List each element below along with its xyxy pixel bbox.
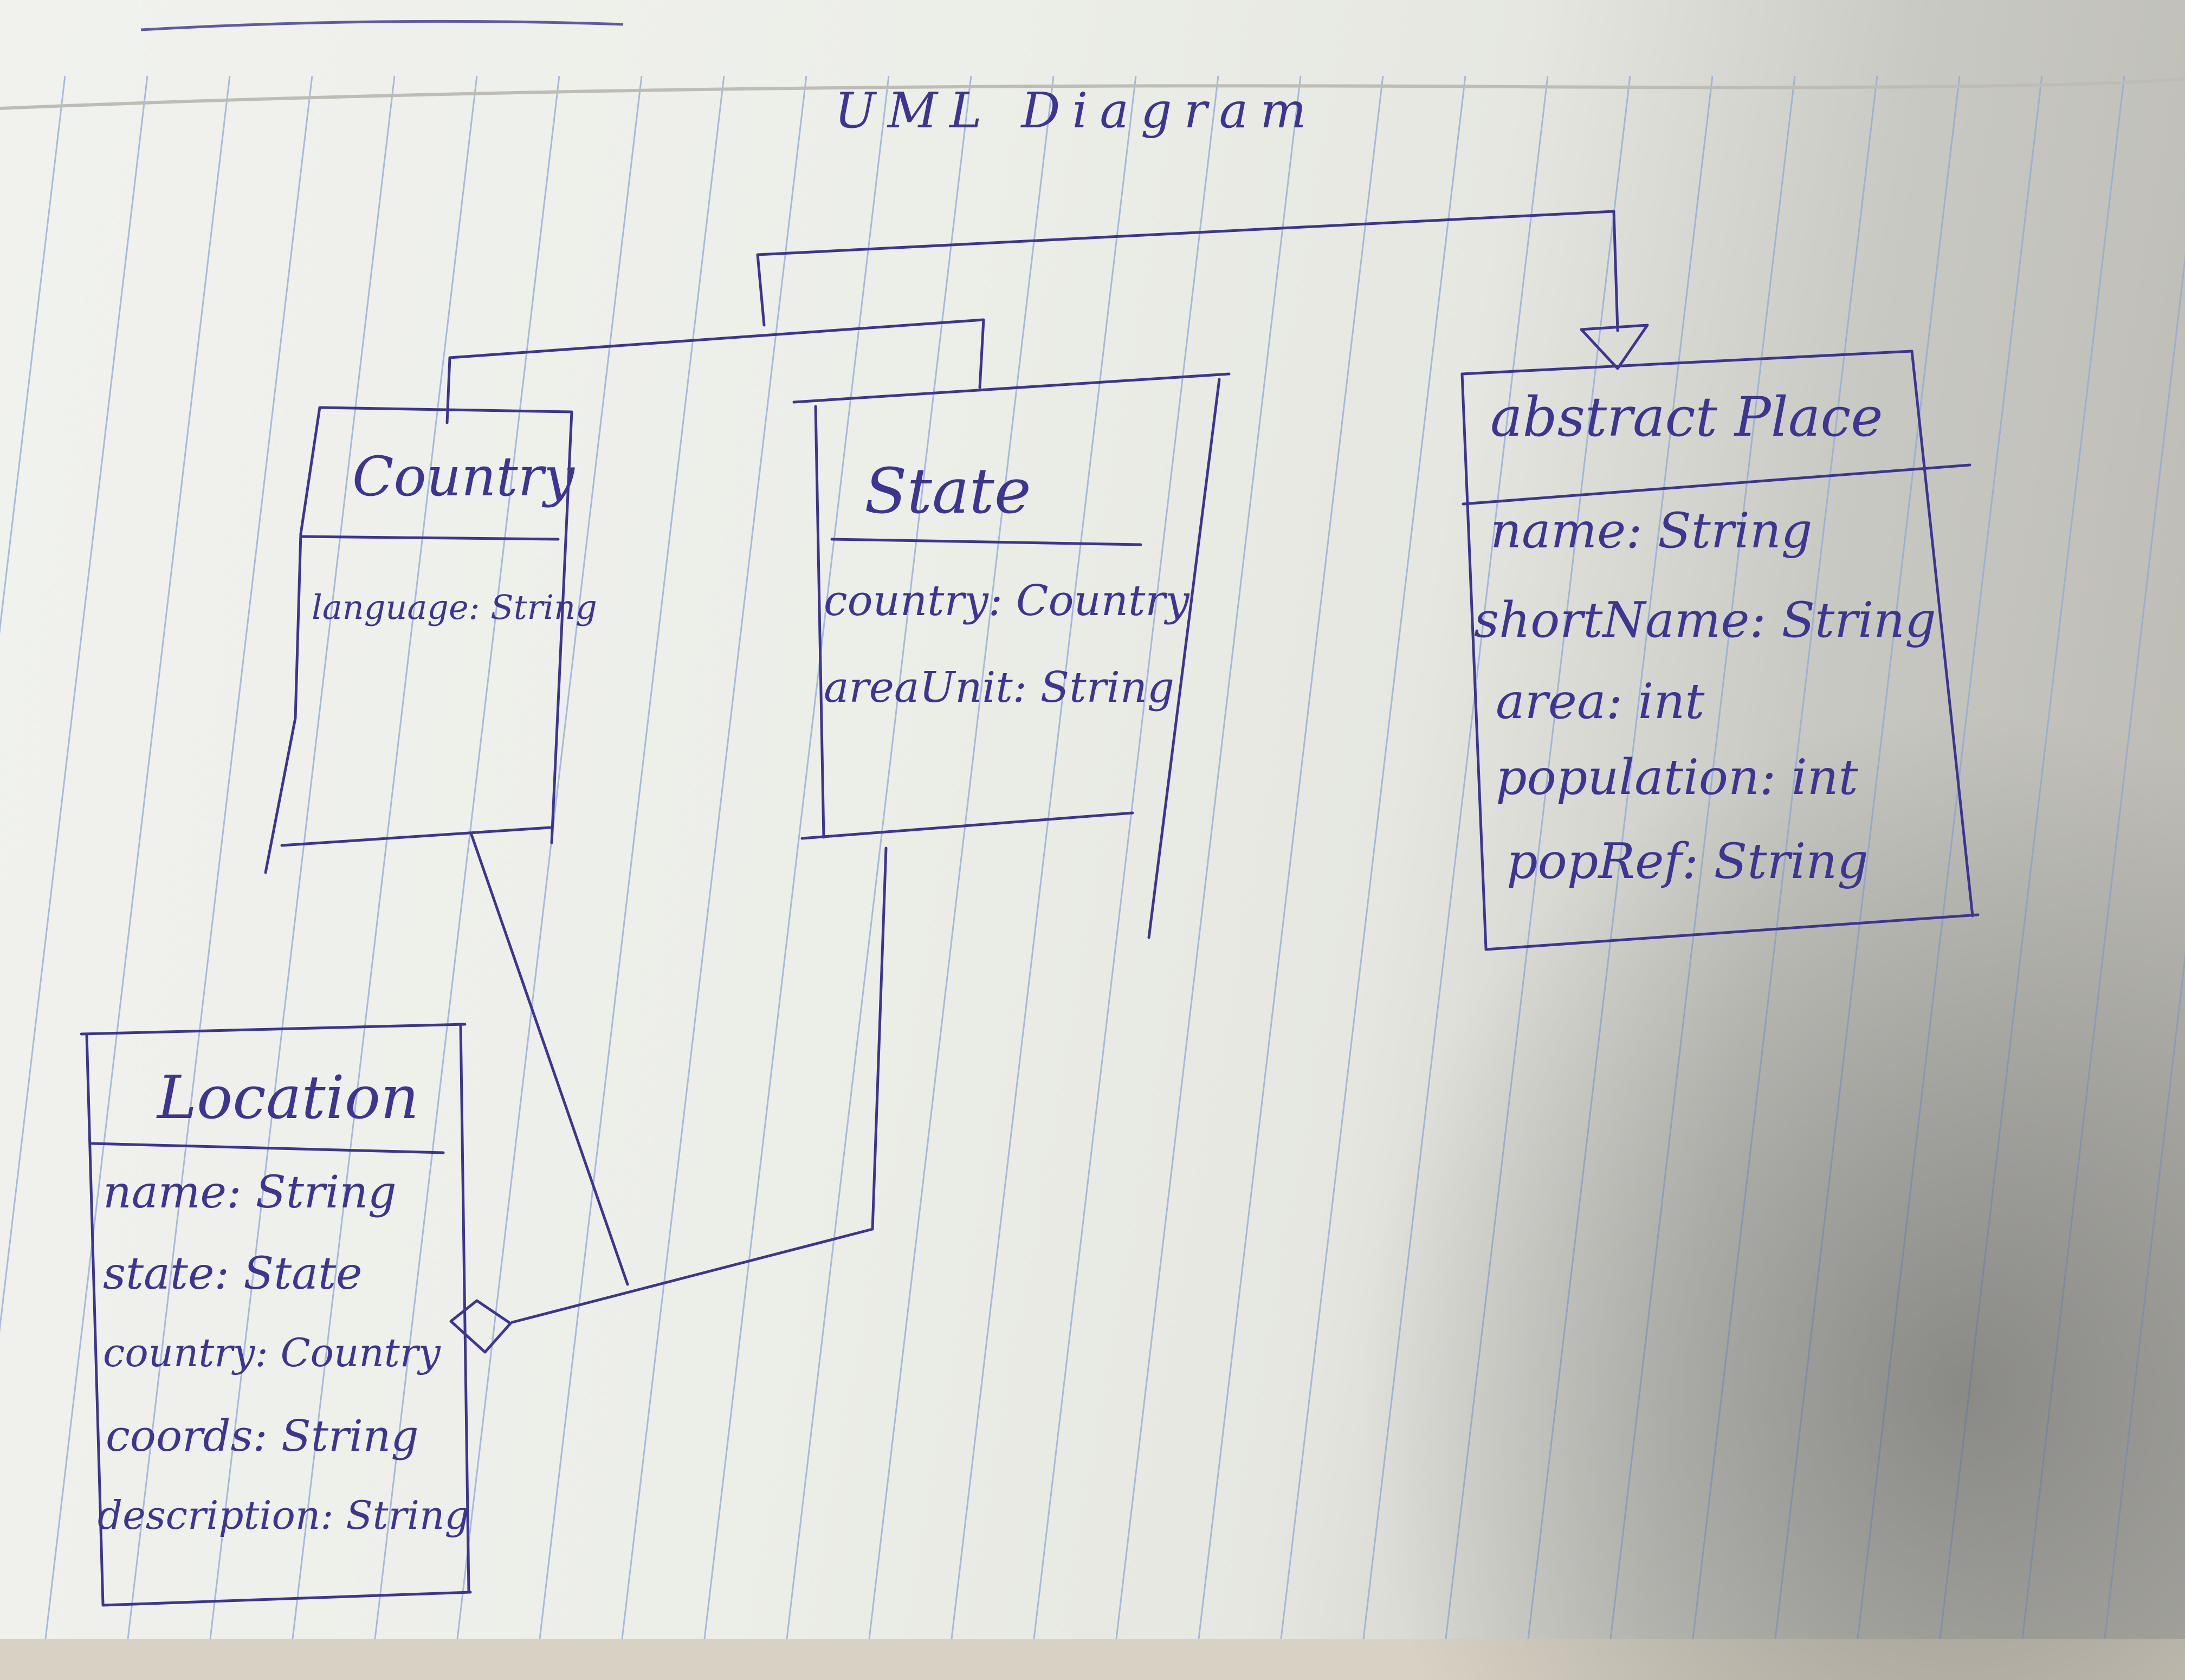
rule-line bbox=[1362, 75, 1549, 1639]
rule-line bbox=[374, 75, 560, 1639]
location-attribute: country: Country bbox=[103, 1330, 441, 1375]
place-attribute: name: String bbox=[1490, 502, 1813, 559]
country-box bbox=[264, 406, 573, 874]
place-attribute: popRef: String bbox=[1507, 833, 1869, 890]
rule-line bbox=[868, 75, 1055, 1639]
location-attribute: state: State bbox=[103, 1248, 363, 1300]
state-box bbox=[792, 372, 1231, 939]
rule-line bbox=[1939, 75, 2125, 1639]
location-class-name: Location bbox=[157, 1063, 419, 1132]
rule-line bbox=[1692, 75, 1878, 1639]
uml-diagram bbox=[80, 210, 1980, 1607]
state-attribute: country: Country bbox=[824, 577, 1190, 625]
country-class-name: Country bbox=[352, 445, 575, 508]
rule-line bbox=[2104, 951, 2185, 1639]
aggregation-connector bbox=[449, 833, 888, 1354]
place-class-name: abstract Place bbox=[1490, 385, 1883, 449]
rule-line bbox=[1857, 75, 2043, 1639]
rule-line bbox=[539, 75, 725, 1639]
inheritance-connector bbox=[445, 210, 1649, 424]
location-attribute: coords: String bbox=[106, 1411, 419, 1461]
rule-line bbox=[1198, 75, 1384, 1639]
rule-line bbox=[1774, 75, 1961, 1639]
rule-line bbox=[951, 75, 1137, 1639]
rule-line bbox=[0, 75, 148, 1334]
country-attribute: language: String bbox=[312, 587, 597, 627]
rule-line bbox=[2021, 253, 2185, 1639]
notebook-page bbox=[0, 0, 2185, 1639]
ruled-lines bbox=[0, 20, 2185, 1639]
rule-line bbox=[703, 75, 890, 1639]
photo-shadow bbox=[1355, 705, 2185, 1680]
rule-line bbox=[786, 75, 972, 1639]
place-box bbox=[1460, 350, 1980, 951]
rule-line bbox=[0, 75, 66, 635]
location-attribute: description: String bbox=[98, 1492, 470, 1538]
rule-line bbox=[1115, 75, 1302, 1639]
rule-line bbox=[456, 75, 643, 1639]
state-attribute: areaUnit: String bbox=[824, 663, 1174, 712]
rule-line bbox=[1609, 75, 1796, 1639]
place-attribute: shortName: String bbox=[1474, 592, 1936, 649]
rule-line bbox=[127, 75, 313, 1639]
rule-line bbox=[1445, 75, 1631, 1639]
rule-line bbox=[1280, 75, 1466, 1639]
rule-line bbox=[1527, 75, 1714, 1639]
place-attribute: population: int bbox=[1496, 749, 1858, 806]
rule-line bbox=[209, 75, 396, 1639]
rule-line bbox=[292, 75, 478, 1639]
state-class-name: State bbox=[864, 455, 1031, 528]
place-attribute: area: int bbox=[1496, 673, 1705, 730]
diagram-title: UML Diagram bbox=[835, 82, 1318, 139]
location-box bbox=[80, 1023, 472, 1607]
rule-line bbox=[621, 75, 807, 1639]
rule-line bbox=[1033, 75, 1219, 1639]
rule-line bbox=[44, 75, 231, 1639]
location-attribute: name: String bbox=[103, 1167, 397, 1218]
